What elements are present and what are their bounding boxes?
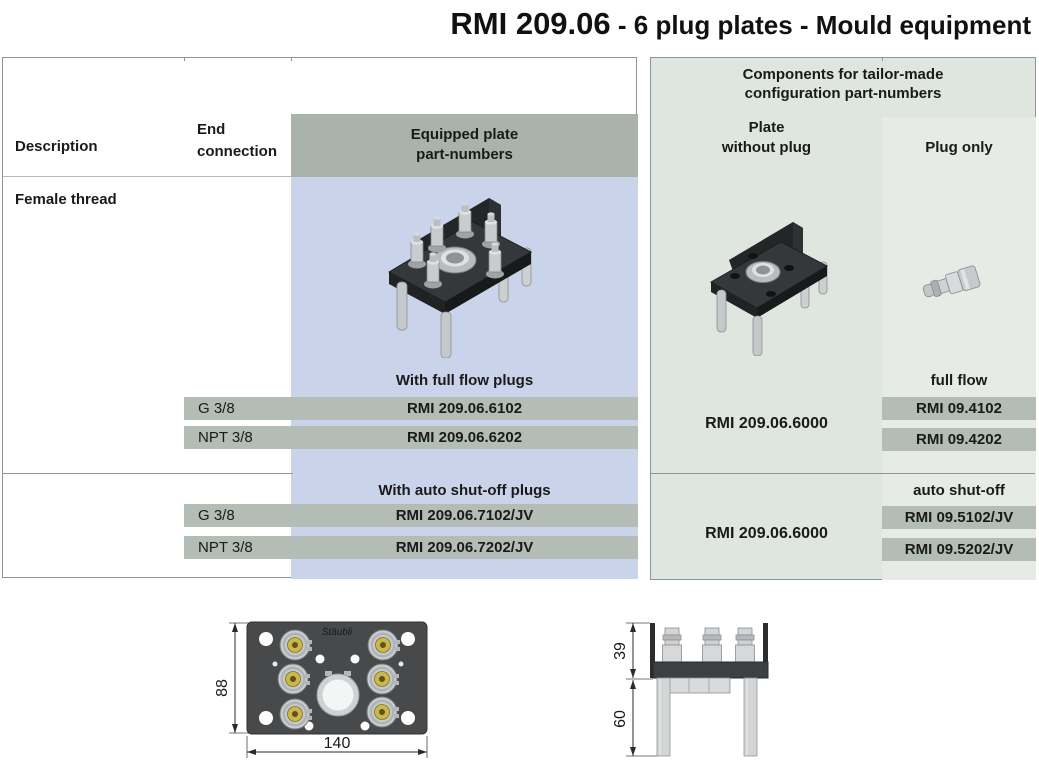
plate-header-line2: without plug — [721, 139, 812, 156]
dimension-width: 140 — [324, 735, 351, 752]
col-header-description: Description — [15, 138, 98, 155]
part-row: G 3/8 RMI 209.06.7102/JV — [184, 504, 638, 527]
plate-without-plug-photo: Stäubli — [709, 222, 829, 356]
col-header-end-connection: End connection — [197, 119, 277, 163]
page-title-rest: - 6 plug plates - Mould equipment — [610, 10, 1031, 40]
section-separator — [651, 473, 1035, 474]
column-tick — [882, 57, 883, 61]
plug-part-number: RMI 09.4202 — [882, 428, 1036, 451]
plug-part-number: RMI 09.5102/JV — [882, 506, 1036, 529]
plate-part-number: RMI 209.06.6000 — [705, 525, 828, 542]
part-row: G 3/8 RMI 209.06.6102 — [184, 397, 638, 420]
page-title-code: RMI 209.06 — [450, 6, 611, 41]
end-connection-value: G 3/8 — [198, 507, 235, 524]
part-row: NPT 3/8 RMI 209.06.6202 — [184, 426, 638, 449]
col-header-end-line2: connection — [197, 143, 278, 160]
components-header-line1: Components for tailor-made — [742, 66, 944, 83]
dimension-height: 88 — [214, 679, 231, 697]
end-connection-value: G 3/8 — [198, 400, 235, 417]
equipped-plate-photo: Stäubli — [387, 198, 533, 358]
plug-part-number: RMI 09.5202/JV — [882, 538, 1036, 561]
end-connection-value: NPT 3/8 — [198, 539, 253, 556]
column-tick — [184, 57, 185, 61]
plug-only-photo — [922, 265, 981, 298]
col-header-equipped-line2: part-numbers — [416, 146, 513, 163]
components-panel: Components for tailor-made configuration… — [650, 57, 1036, 580]
end-connection-value: NPT 3/8 — [198, 429, 253, 446]
header-underline — [3, 176, 293, 177]
plug-only-column-background — [882, 117, 1036, 580]
brand-logo: Stäubli — [322, 627, 353, 638]
section-separator — [3, 473, 293, 474]
plate-top-view-drawing: 88 Stäubli 140 — [214, 621, 428, 758]
col-header-equipped-line1: Equipped plate — [410, 126, 519, 143]
dimension-leg-height: 60 — [612, 710, 629, 728]
col-header-equipped-plate: Equipped plate part-numbers — [291, 114, 638, 177]
section-label-auto-shut-off: With auto shut-off plugs — [378, 482, 551, 499]
plug-type-auto-shut-off: auto shut-off — [913, 482, 1005, 499]
plate-header-line1: Plate — [748, 119, 785, 136]
components-panel-header: Components for tailor-made configuration… — [651, 65, 1035, 103]
plug-part-number: RMI 09.4102 — [882, 397, 1036, 420]
col-header-plug-only: Plug only — [925, 139, 993, 156]
components-header-line2: configuration part-numbers — [744, 85, 942, 102]
column-tick — [291, 57, 292, 61]
plug-type-full-flow: full flow — [930, 372, 988, 389]
equipped-plate-table: Equipped plate part-numbers Description … — [2, 57, 638, 579]
part-number: RMI 209.06.7202/JV — [395, 539, 534, 556]
part-number: RMI 209.06.6202 — [406, 429, 523, 446]
plate-part-number: RMI 209.06.6000 — [705, 415, 828, 432]
part-number: RMI 209.06.6102 — [406, 400, 523, 417]
col-header-plate-without-plug: Plate without plug — [651, 118, 882, 158]
section-label-full-flow: With full flow plugs — [395, 372, 534, 389]
plate-side-view-drawing: 39 60 — [612, 622, 769, 757]
dimension-plug-height: 39 — [612, 642, 629, 660]
part-row: NPT 3/8 RMI 209.06.7202/JV — [184, 536, 638, 559]
part-number: RMI 209.06.7102/JV — [395, 507, 534, 524]
description-value: Female thread — [15, 191, 117, 208]
page-title: RMI 209.06 - 6 plug plates - Mould equip… — [450, 6, 1031, 42]
col-header-end-line1: End — [197, 121, 226, 138]
